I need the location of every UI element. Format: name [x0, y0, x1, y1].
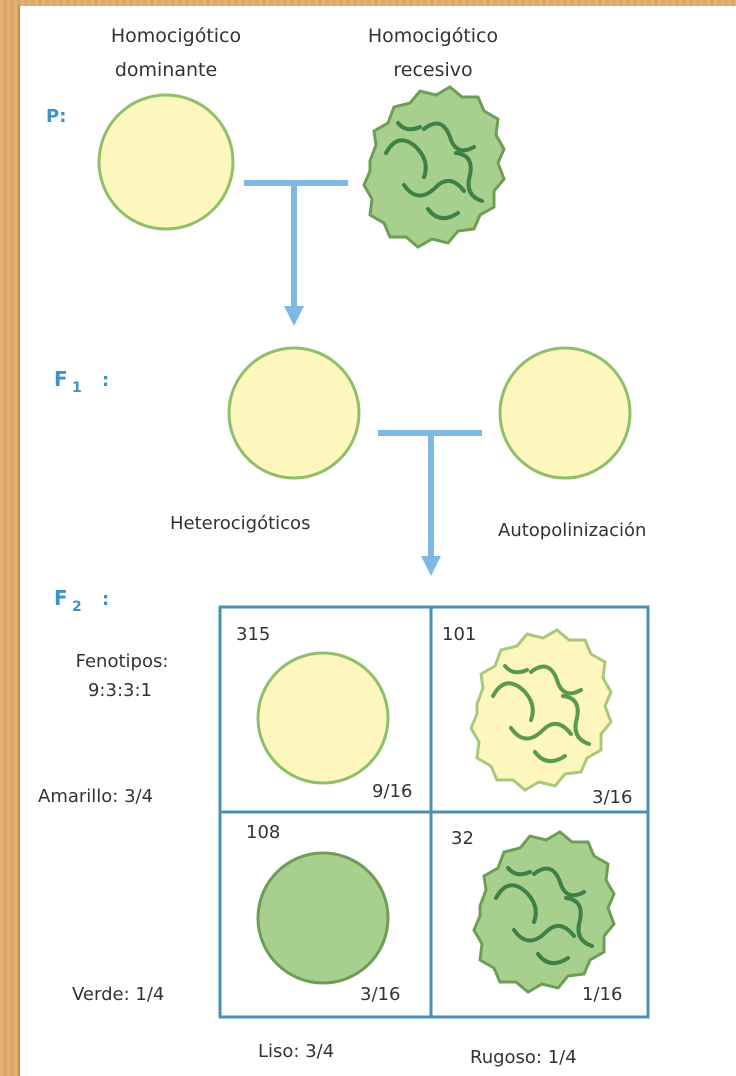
- p-cross-arrow: [244, 183, 348, 306]
- f1-arrow-head: [421, 556, 441, 576]
- parent-right-label-line1: Homocigótico: [368, 25, 498, 47]
- green-smooth-seed: [258, 853, 388, 983]
- grid-cell-yellow-wrinkled: 101 3/16: [442, 624, 632, 808]
- svg-text:1: 1: [72, 380, 82, 396]
- parent-left-label-line1: Homocigótico: [111, 25, 241, 47]
- svg-text:F: F: [54, 367, 68, 391]
- svg-text::: :: [102, 589, 109, 610]
- phenotypes-ratio: 9:3:3:1: [88, 680, 152, 701]
- f1-left-caption: Heterocigóticos: [170, 513, 310, 534]
- phenotype-yellow-label: Amarillo: 3/4: [38, 786, 153, 807]
- phenotypes-title: Fenotipos:: [76, 651, 169, 672]
- p-arrow-head: [284, 306, 304, 326]
- f1-cross-arrow: [378, 433, 482, 556]
- f1-right-caption: Autopolinización: [498, 520, 646, 541]
- cell-fraction: 1/16: [582, 984, 622, 1005]
- yellow-smooth-seed: [258, 653, 388, 783]
- phenotype-smooth-label: Liso: 3/4: [258, 1041, 334, 1062]
- grid-cell-green-wrinkled: 32 1/16: [451, 828, 622, 1005]
- yellow-wrinkled-seed: [471, 630, 611, 790]
- f1-left-seed: [229, 348, 359, 478]
- cell-count: 101: [442, 624, 476, 645]
- grid-cell-green-smooth: 108 3/16: [246, 822, 400, 1005]
- phenotype-green-label: Verde: 1/4: [72, 984, 164, 1005]
- cell-count: 315: [236, 624, 270, 645]
- cell-count: 108: [246, 822, 280, 843]
- p-yellow-smooth-seed: [99, 95, 233, 229]
- p-green-wrinkled-seed: [364, 87, 504, 247]
- grid-cell-yellow-smooth: 315 9/16: [236, 624, 412, 802]
- svg-text:F: F: [54, 586, 68, 610]
- cell-fraction: 3/16: [360, 984, 400, 1005]
- cell-count: 32: [451, 828, 474, 849]
- generation-p-label: P:: [46, 106, 66, 127]
- generation-f1-label: F 1 :: [54, 367, 109, 396]
- cell-fraction: 9/16: [372, 781, 412, 802]
- cell-fraction: 3/16: [592, 787, 632, 808]
- parent-right-label-line2: recesivo: [393, 59, 472, 81]
- svg-text::: :: [102, 370, 109, 391]
- phenotype-wrinkled-label: Rugoso: 1/4: [470, 1047, 577, 1068]
- f1-right-seed: [500, 348, 630, 478]
- green-wrinkled-seed: [474, 832, 614, 992]
- generation-f2-label: F 2 :: [54, 586, 109, 615]
- parent-left-label-line2: dominante: [115, 59, 217, 81]
- svg-text:2: 2: [72, 599, 82, 615]
